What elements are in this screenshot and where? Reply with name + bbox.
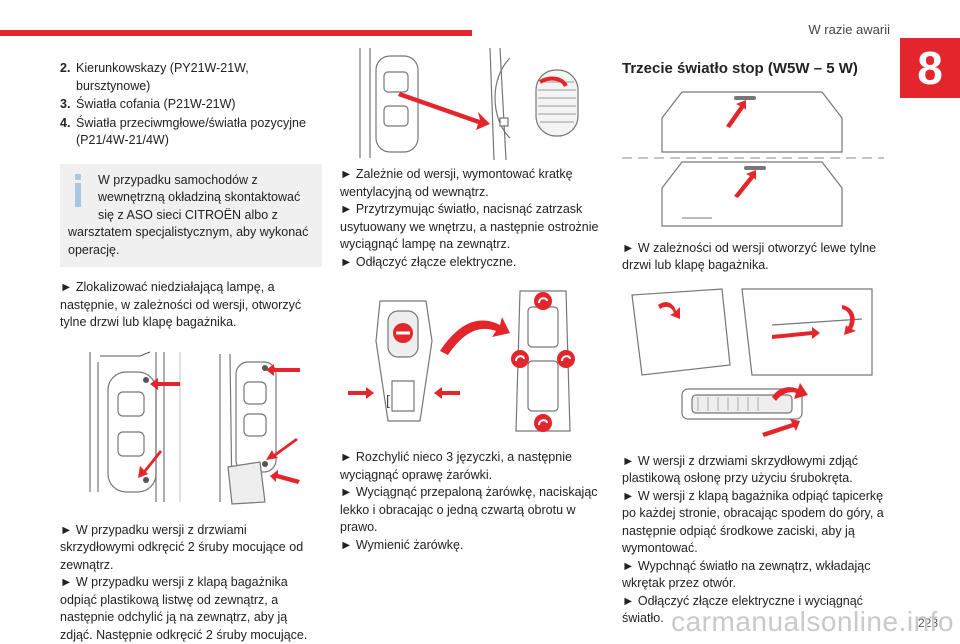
instruction-text: ► Zlokalizować niedziałającą lampę, a na… bbox=[60, 280, 302, 329]
section-title: Trzecie światło stop (W5W – 5 W) bbox=[622, 60, 858, 77]
third-brake-light-illustration bbox=[622, 90, 884, 227]
instruction-text: ► Odłączyć złącze elektryczne. bbox=[340, 254, 517, 269]
column-middle: ► Zależnie od wersji, wymontować kratkę … bbox=[340, 47, 600, 554]
page-number: 223 bbox=[917, 616, 938, 630]
bulb-list: 2.Kierunkowskazy (PY21W-21W, bursztynowe… bbox=[60, 60, 322, 150]
instruction-text: ► Rozchylić nieco 3 języczki, a następni… bbox=[340, 450, 572, 482]
section-header-title: W razie awarii bbox=[808, 22, 890, 37]
bulb-holder-illustration: [ bbox=[348, 290, 575, 432]
header-accent-bar bbox=[0, 30, 472, 36]
instruction-text: ► Zależnie od wersji, wymontować kratkę … bbox=[340, 167, 573, 199]
watermark: carmanualsonline.info bbox=[671, 606, 954, 637]
instruction-text: ► Odłączyć złącze elektryczne i wyciągną… bbox=[622, 593, 863, 626]
info-note: W przypadku samochodów z wewnętrzną okła… bbox=[60, 163, 322, 267]
instruction-text: ► W przypadku wersji z drzwiami skrzydło… bbox=[60, 522, 304, 572]
figure-trim-removal bbox=[622, 284, 884, 445]
instruction-text: ► Wyciągnąć przepaloną żarówkę, naciskaj… bbox=[340, 485, 598, 534]
trim-removal-illustration bbox=[631, 287, 873, 437]
chapter-number-badge: 8 bbox=[900, 38, 960, 98]
instruction-text: ► W wersji z drzwiami skrzydłowymi zdjąć… bbox=[622, 453, 859, 486]
figure-vent-grille bbox=[340, 47, 600, 161]
vent-grille-illustration bbox=[359, 47, 579, 161]
column-right: Trzecie światło stop (W5W – 5 W) ► W zal… bbox=[622, 60, 884, 628]
rear-lamp-screws-illustration bbox=[89, 351, 300, 505]
instruction-text: ► Przytrzymując światło, nacisnąć zatrza… bbox=[340, 202, 599, 251]
instruction-text: ► Wypchnąć światło na zewnątrz, wkładają… bbox=[622, 558, 871, 591]
list-item: 2.Kierunkowskazy (PY21W-21W, bursztynowe… bbox=[60, 61, 249, 93]
instruction-text: ► Wymienić żarówkę. bbox=[340, 537, 464, 552]
figure-third-brake-light bbox=[622, 87, 884, 230]
list-item: 3.Światła cofania (P21W-21W) bbox=[60, 97, 236, 111]
figure-rear-lamp-screws bbox=[60, 341, 322, 514]
note-text: W przypadku samochodów z wewnętrzną okła… bbox=[68, 172, 309, 257]
column-left: 2.Kierunkowskazy (PY21W-21W, bursztynowe… bbox=[60, 60, 322, 644]
instruction-text: ► W zależności od wersji otworzyć lewe t… bbox=[622, 240, 877, 273]
figure-bulb-holder: [ bbox=[340, 281, 600, 441]
instruction-text: ► W przypadku wersji z klapą bagażnika o… bbox=[60, 575, 308, 642]
clip-glyph: [ bbox=[386, 392, 390, 408]
info-icon bbox=[68, 172, 90, 210]
instruction-text: ► W wersji z klapą bagażnika odpiąć tapi… bbox=[622, 488, 884, 556]
list-item: 4.Światła przeciwmgłowe/światła pozycyjn… bbox=[60, 115, 306, 148]
